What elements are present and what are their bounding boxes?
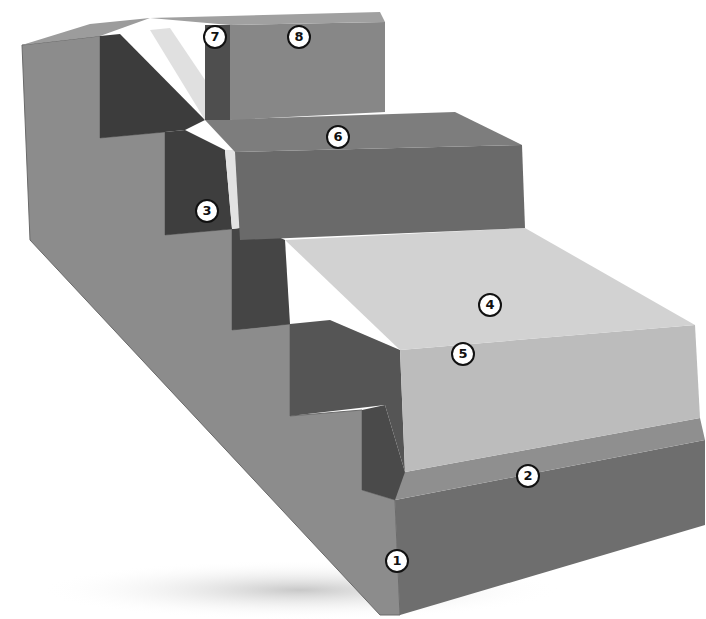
riser-light — [400, 325, 700, 472]
callout-number: 1 — [385, 549, 409, 573]
callout-number: 8 — [287, 25, 311, 49]
callout-number: 5 — [451, 342, 475, 366]
top-landing — [22, 18, 150, 45]
riser-dark — [235, 145, 525, 240]
callout-number: 3 — [195, 199, 219, 223]
layer-dark — [165, 130, 232, 235]
callout-number: 4 — [478, 293, 502, 317]
layer-dark — [290, 320, 405, 472]
callout-number: 2 — [516, 464, 540, 488]
riser-top — [230, 22, 385, 120]
tread-light — [285, 228, 695, 350]
layer-dark — [232, 226, 290, 330]
tread-top — [150, 12, 385, 25]
callout-number: 7 — [203, 25, 227, 49]
callout-number: 6 — [326, 125, 350, 149]
